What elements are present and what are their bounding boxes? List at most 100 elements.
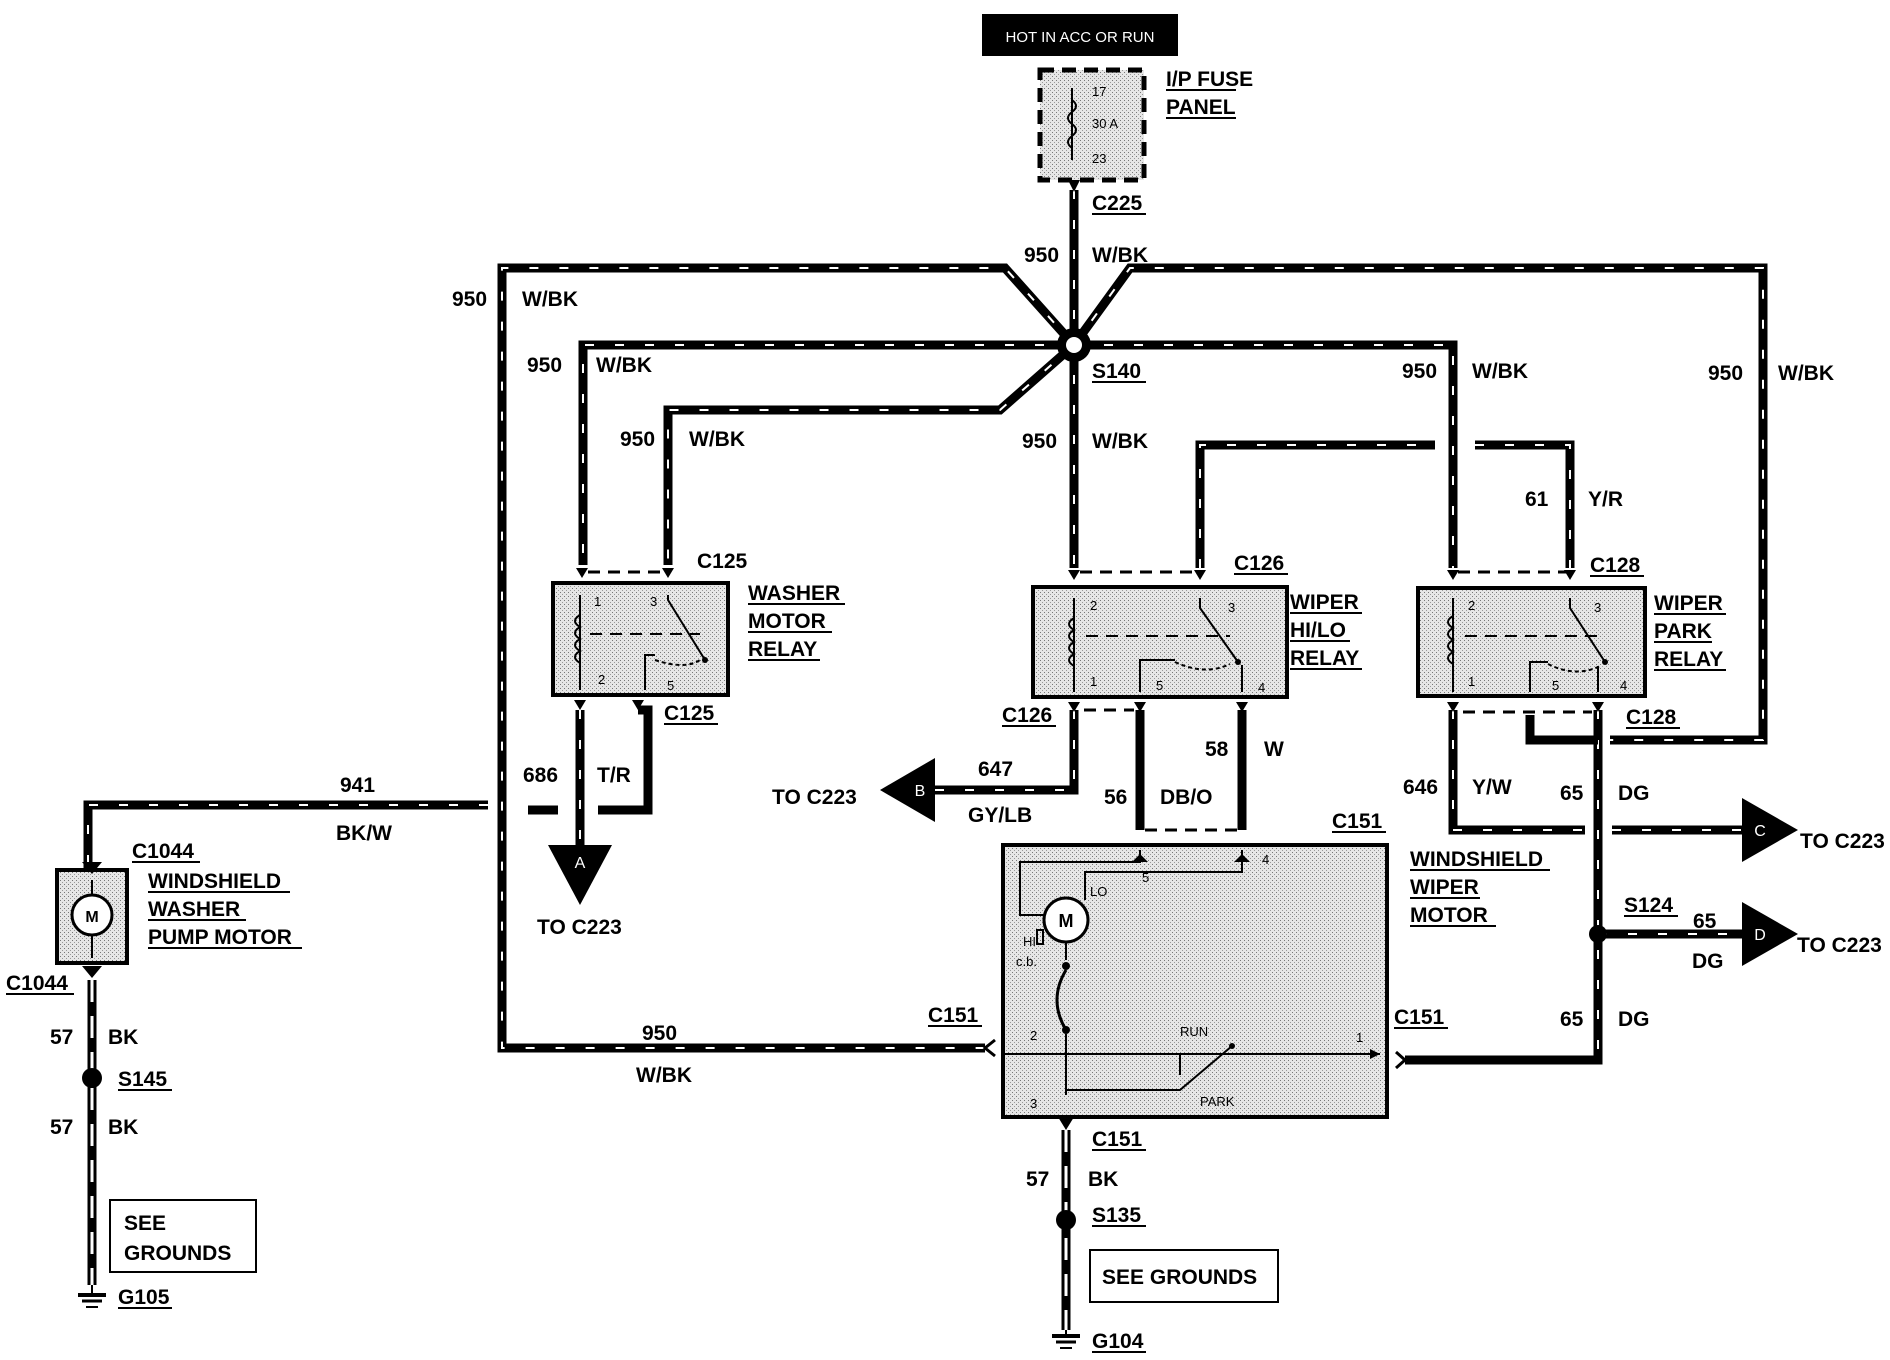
wires: [83, 190, 1768, 1330]
windshield-wiper-motor: M 5 4 LO HI c.b. RUN PARK 2 1 3: [1001, 843, 1389, 1119]
svg-text:65: 65: [1560, 782, 1584, 805]
c1044-bottom-label: C1044: [6, 972, 68, 995]
svg-text:4: 4: [1258, 680, 1265, 695]
svg-text:B: B: [915, 783, 926, 800]
wiper-motor-title: WINDSHIELD WIPER MOTOR: [1410, 848, 1550, 927]
svg-text:W/BK: W/BK: [596, 354, 652, 377]
washer-motor-relay: 1 3 2 5: [551, 581, 730, 697]
svg-text:PUMP MOTOR: PUMP MOTOR: [148, 926, 292, 949]
svg-text:950: 950: [527, 354, 562, 377]
svg-text:W/BK: W/BK: [1092, 244, 1148, 267]
svg-text:950: 950: [1402, 360, 1437, 383]
svg-text:MOTOR: MOTOR: [748, 610, 826, 633]
svg-text:GY/LB: GY/LB: [968, 804, 1032, 827]
svg-text:3: 3: [650, 594, 657, 609]
svg-text:950: 950: [452, 288, 487, 311]
svg-text:2: 2: [1468, 598, 1475, 613]
see-grounds-box-right: SEE GROUNDS: [1089, 1249, 1279, 1303]
svg-text:M: M: [1059, 911, 1074, 931]
svg-text:57: 57: [50, 1026, 73, 1049]
svg-text:1: 1: [1468, 674, 1475, 689]
svg-text:A: A: [575, 855, 586, 872]
svg-text:W/BK: W/BK: [689, 428, 745, 451]
s135-label: S135: [1092, 1204, 1141, 1227]
svg-text:57: 57: [1026, 1168, 1049, 1191]
svg-text:WASHER: WASHER: [148, 898, 240, 921]
svg-text:RUN: RUN: [1180, 1024, 1208, 1039]
svg-text:5: 5: [667, 678, 674, 693]
svg-text:941: 941: [340, 774, 375, 797]
svg-text:W/BK: W/BK: [636, 1064, 692, 1087]
svg-text:LO: LO: [1090, 884, 1107, 899]
svg-text:4: 4: [1262, 852, 1269, 867]
svg-text:D: D: [1754, 927, 1766, 944]
svg-text:C: C: [1754, 823, 1766, 840]
svg-text:T/R: T/R: [597, 764, 631, 787]
svg-text:WIPER: WIPER: [1410, 876, 1479, 899]
g105-label: G105: [118, 1286, 170, 1309]
svg-text:Y/W: Y/W: [1472, 776, 1512, 799]
svg-text:WASHER: WASHER: [748, 582, 840, 605]
g105-ground-icon: [78, 1285, 106, 1308]
g104-label: G104: [1092, 1330, 1144, 1353]
svg-text:W/BK: W/BK: [522, 288, 578, 311]
connector-c: C: [1742, 798, 1798, 862]
c151-right-label: C151: [1394, 1006, 1445, 1029]
svg-text:3: 3: [1030, 1096, 1037, 1111]
svg-text:I/P FUSE: I/P FUSE: [1166, 68, 1253, 91]
svg-text:950: 950: [1708, 362, 1743, 385]
svg-text:30 A: 30 A: [1092, 116, 1118, 131]
svg-text:SEE GROUNDS: SEE GROUNDS: [1102, 1266, 1257, 1289]
s140-splice: [1057, 328, 1091, 362]
svg-text:58: 58: [1205, 738, 1229, 761]
svg-text:1: 1: [1356, 1030, 1363, 1045]
svg-text:PANEL: PANEL: [1166, 96, 1236, 119]
ip-fuse-panel: 17 30 A 23 I/P FUSE PANEL: [1037, 67, 1253, 183]
c128-bottom-label: C128: [1626, 706, 1677, 729]
g104-ground-icon: [1052, 1330, 1080, 1349]
svg-text:647: 647: [978, 758, 1013, 781]
c126-bottom-label: C126: [1002, 704, 1052, 727]
svg-text:WIPER: WIPER: [1654, 592, 1723, 615]
svg-text:SEE: SEE: [124, 1212, 166, 1235]
to-c223-c-label: TO C223: [1800, 830, 1885, 853]
svg-text:W: W: [1264, 738, 1284, 761]
svg-text:2: 2: [1090, 598, 1097, 613]
svg-text:950: 950: [1024, 244, 1059, 267]
c151-left-label: C151: [928, 1004, 979, 1027]
wiper-park-relay: 2 3 1 5 4: [1416, 586, 1647, 698]
svg-text:65: 65: [1693, 910, 1717, 933]
svg-text:1: 1: [594, 594, 601, 609]
c125-bottom-label: C125: [664, 702, 715, 725]
park-relay-title: WIPER PARK RELAY: [1654, 592, 1726, 671]
svg-text:17: 17: [1092, 84, 1106, 99]
s145-label: S145: [118, 1068, 167, 1091]
svg-text:PARK: PARK: [1654, 620, 1712, 643]
wiper-hi-lo-relay: 2 3 1 5 4: [1031, 585, 1289, 699]
svg-text:HOT IN ACC OR RUN: HOT IN ACC OR RUN: [1006, 29, 1155, 46]
to-c223-d-label: TO C223: [1797, 934, 1882, 957]
connector-d: D: [1742, 902, 1798, 966]
washer-relay-title: WASHER MOTOR RELAY: [748, 582, 845, 661]
svg-text:W/BK: W/BK: [1092, 430, 1148, 453]
c126-top-label: C126: [1234, 552, 1284, 575]
svg-text:5: 5: [1156, 678, 1163, 693]
svg-text:1: 1: [1090, 674, 1097, 689]
svg-text:HI: HI: [1023, 934, 1036, 949]
svg-text:5: 5: [1142, 870, 1149, 885]
svg-text:DG: DG: [1618, 782, 1650, 805]
svg-text:5: 5: [1552, 678, 1559, 693]
svg-text:23: 23: [1092, 151, 1106, 166]
hi-lo-relay-title: WIPER HI/LO RELAY: [1290, 591, 1362, 670]
svg-text:3: 3: [1228, 600, 1235, 615]
svg-text:WINDSHIELD: WINDSHIELD: [1410, 848, 1543, 871]
c225-label: C225: [1092, 192, 1143, 215]
svg-text:M: M: [85, 909, 98, 926]
svg-text:646: 646: [1403, 776, 1438, 799]
svg-text:RELAY: RELAY: [1290, 647, 1359, 670]
pin-arrows: [82, 180, 1604, 1130]
s124-splice: [1589, 925, 1607, 943]
svg-text:c.b.: c.b.: [1016, 954, 1037, 969]
svg-text:MOTOR: MOTOR: [1410, 904, 1488, 927]
windshield-washer-pump-motor: M: [55, 868, 129, 965]
